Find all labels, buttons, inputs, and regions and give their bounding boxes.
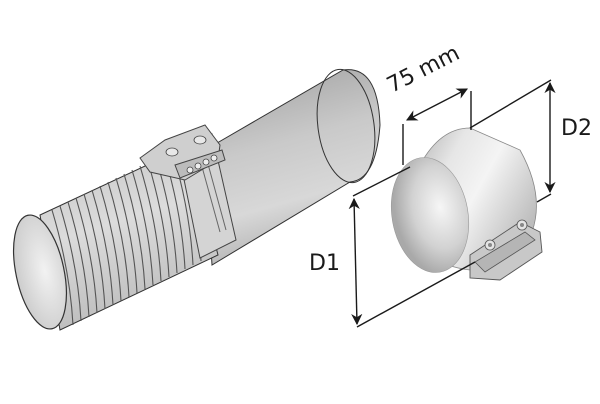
d2-dimension-label: D2 [561,116,592,141]
d1-dimension-label: D1 [309,251,340,276]
dimension-lines [348,79,556,328]
clamp-sleeve [390,127,543,281]
pipe-assembly [13,68,381,331]
